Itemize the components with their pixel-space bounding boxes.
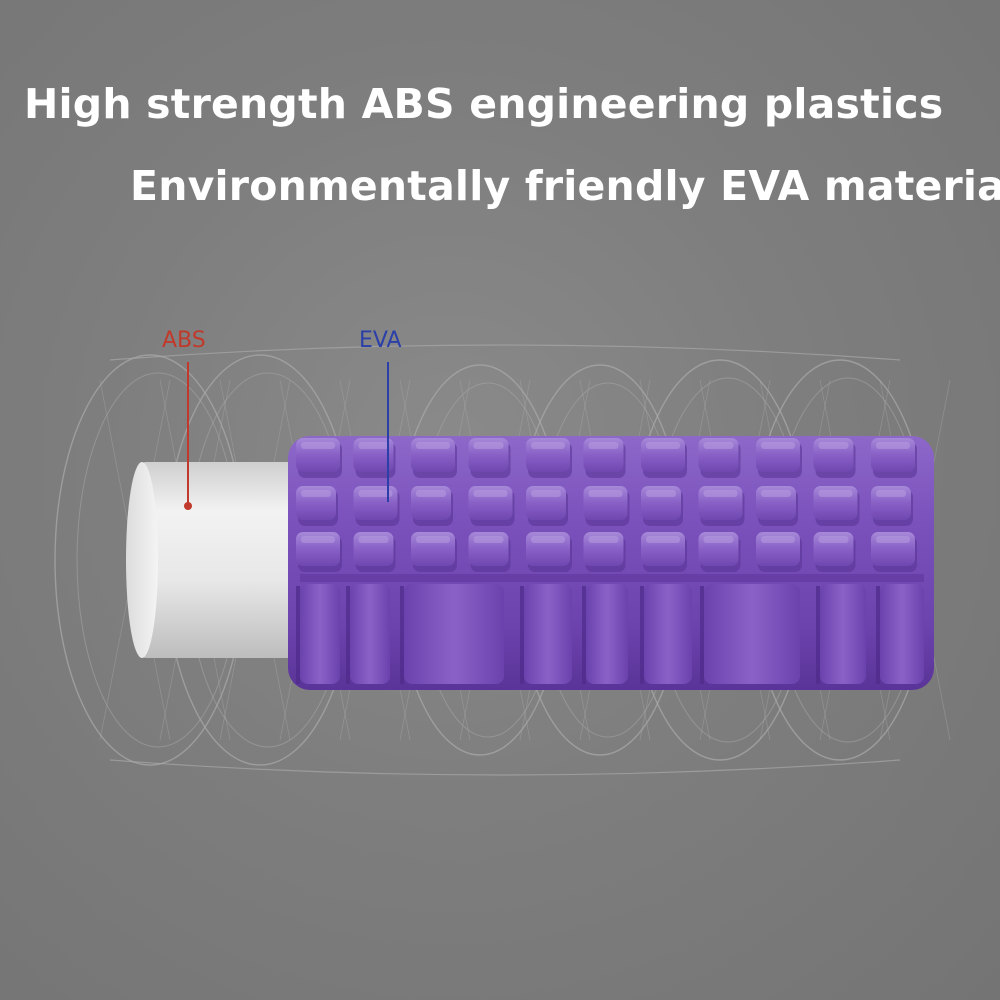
foam-knob-highlight [301, 536, 335, 543]
headline-abs: High strength ABS engineering plastics [24, 80, 944, 128]
foam-knob-highlight [761, 490, 791, 497]
foam-knob-highlight [703, 490, 738, 497]
foam-knob-highlight [588, 442, 619, 449]
foam-knob-highlight [416, 536, 450, 543]
foam-knob-highlight [416, 490, 446, 497]
foam-ridge [644, 584, 692, 684]
foam-ridge-groove [520, 586, 524, 684]
foam-knob-highlight [358, 490, 393, 497]
foam-ridge-groove [640, 586, 644, 684]
foam-knob-highlight [473, 490, 508, 497]
foam-ridge [524, 584, 572, 684]
foam-knob-highlight [703, 442, 734, 449]
eva-label: EVA [359, 328, 402, 353]
foam-knob-highlight [531, 536, 565, 543]
foam-knob-highlight [588, 536, 619, 543]
foam-knob-highlight [301, 442, 335, 449]
foam-knob-highlight [876, 490, 906, 497]
foam-knob-highlight [358, 442, 389, 449]
wireframe-edge [109, 759, 901, 776]
foam-knob-highlight [301, 490, 331, 497]
foam-knob-highlight [531, 442, 565, 449]
foam-ridge-groove [582, 586, 586, 684]
foam-knob-highlight [876, 536, 910, 543]
foam-lower-ridges [296, 584, 924, 684]
foam-knob-highlight [646, 490, 676, 497]
abs-label: ABS [162, 328, 206, 353]
foam-knob-highlight [646, 536, 680, 543]
foam-ridge [300, 584, 340, 684]
wireframe-edge [109, 344, 901, 361]
foam-knob-highlight [761, 442, 795, 449]
foam-knob-highlight [818, 490, 853, 497]
foam-knob-highlight [588, 490, 623, 497]
eva-foam-sleeve [288, 436, 934, 690]
foam-ridge [586, 584, 628, 684]
foam-ridge [350, 584, 390, 684]
foam-knob-highlight [358, 536, 389, 543]
foam-knob-highlight [473, 442, 504, 449]
abs-callout [184, 362, 192, 510]
foam-knob-highlight [646, 442, 680, 449]
foam-knob-highlight [531, 490, 561, 497]
foam-knob-highlight [818, 442, 849, 449]
foam-knob-highlight [473, 536, 504, 543]
foam-ridge [404, 584, 504, 684]
foam-knob-highlight [761, 536, 795, 543]
foam-knob-highlight [703, 536, 734, 543]
foam-ridge-groove [876, 586, 880, 684]
foam-ridge-groove [816, 586, 820, 684]
foam-ridge [820, 584, 866, 684]
foam-knob-highlight [818, 536, 849, 543]
foam-grid-knobs [296, 438, 917, 572]
headline-eva: Environmentally friendly EVA material [130, 162, 1000, 210]
foam-ridge [704, 584, 800, 684]
foam-ridge [880, 584, 924, 684]
foam-ridge-groove [700, 586, 704, 684]
foam-ridge-groove [400, 586, 404, 684]
foam-ridge-groove [346, 586, 350, 684]
abs-core-tube [126, 462, 310, 658]
foam-ridge-groove [296, 586, 300, 684]
foam-knob-highlight [416, 442, 450, 449]
foam-knob-highlight [876, 442, 910, 449]
